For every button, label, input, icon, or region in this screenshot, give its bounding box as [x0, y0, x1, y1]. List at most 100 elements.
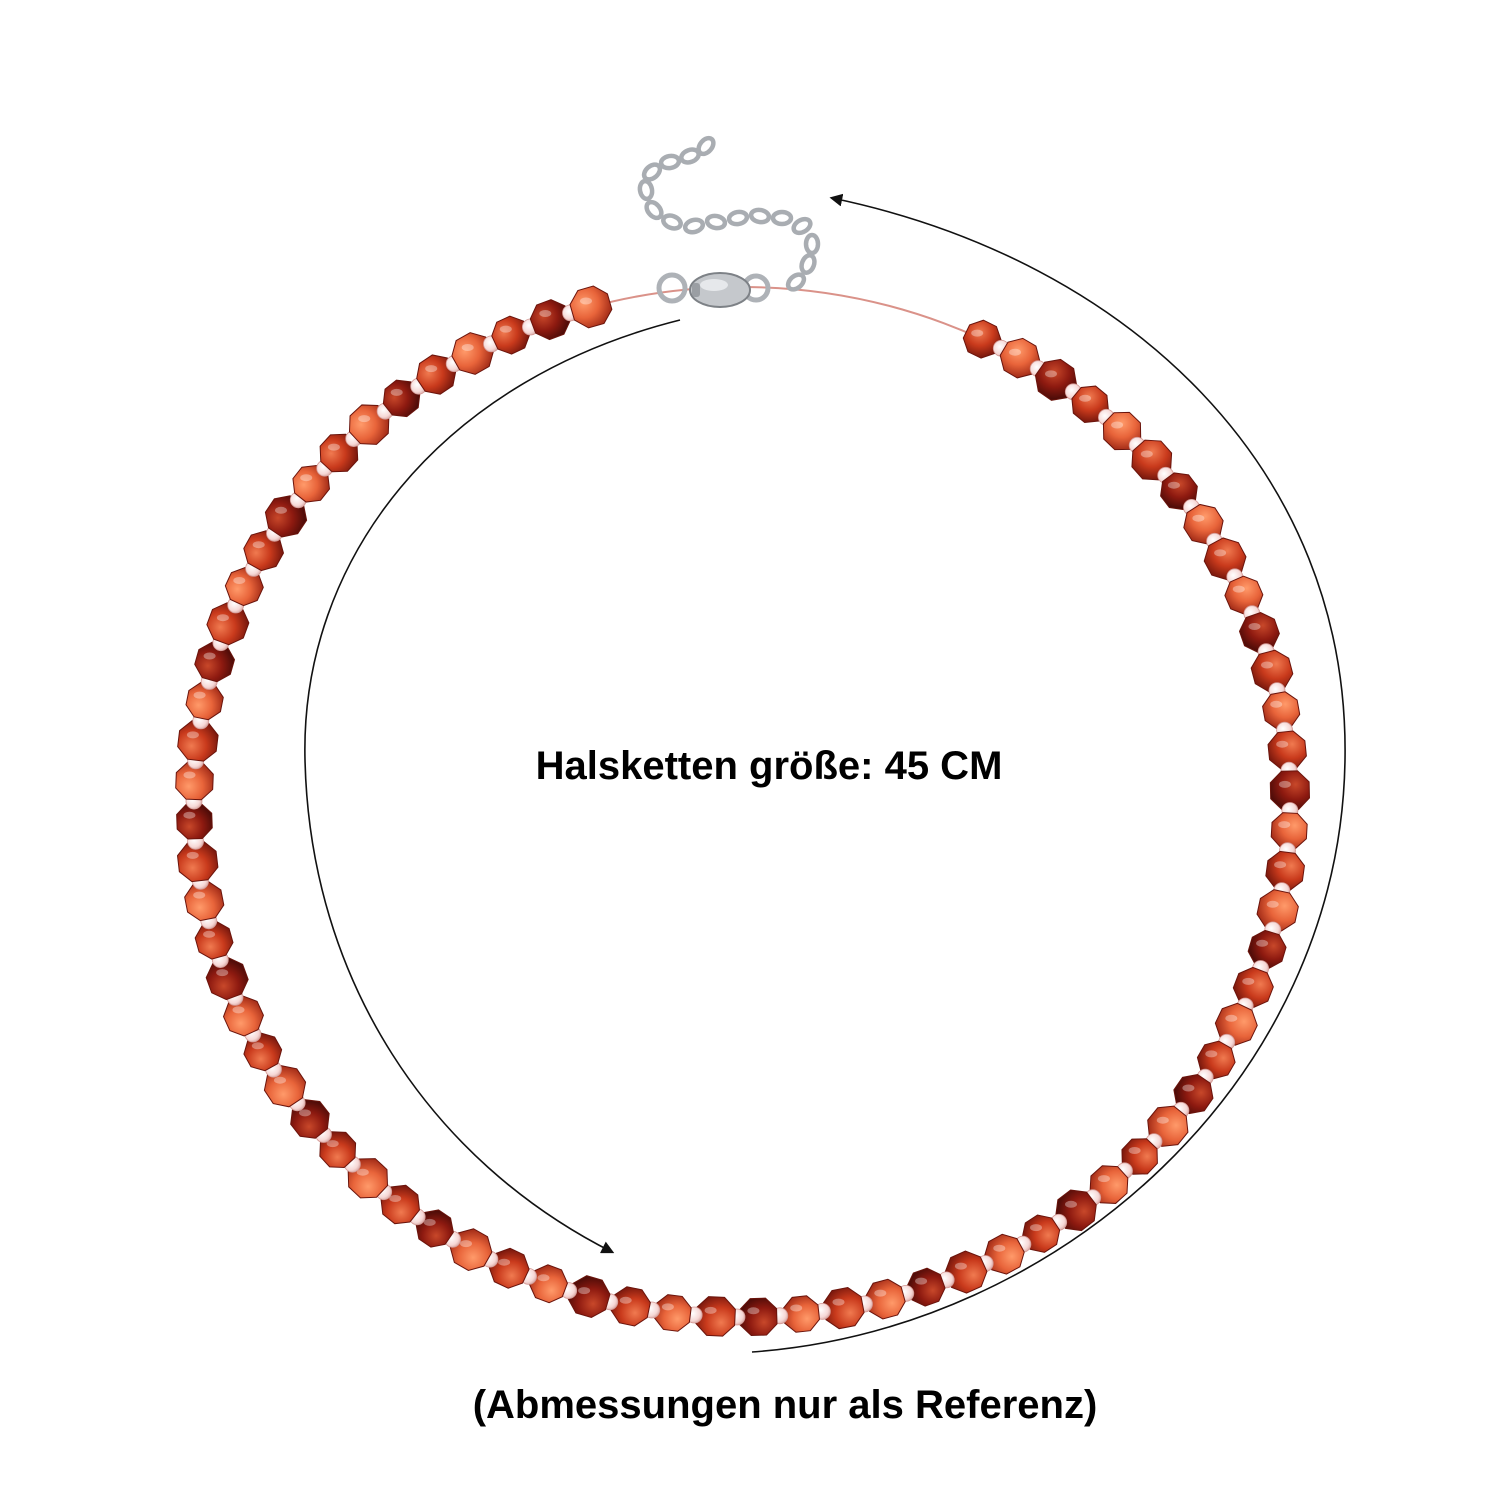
bead-highlight — [1156, 1116, 1169, 1124]
bead-highlight — [1111, 421, 1124, 429]
bead-highlight — [1128, 1147, 1141, 1154]
bead-highlight — [790, 1304, 803, 1312]
agate-bead — [451, 332, 495, 375]
reference-note: (Abmessungen nur als Referenz) — [472, 1383, 1098, 1427]
bead-highlight — [326, 1140, 339, 1148]
agate-bead — [1247, 929, 1287, 969]
agate-bead — [206, 602, 250, 646]
agate-bead — [528, 1264, 568, 1304]
outer-measure-arc — [751, 193, 1346, 1353]
bead-highlight — [425, 365, 438, 373]
bead-highlight — [832, 1298, 845, 1306]
bead-highlight — [1079, 394, 1092, 402]
bead-highlight — [539, 310, 552, 317]
bead-highlight — [1278, 780, 1291, 788]
bead-highlight — [1261, 661, 1273, 669]
agate-bead — [224, 567, 264, 607]
agate-bead — [1262, 691, 1301, 730]
agate-bead — [1250, 649, 1294, 693]
agate-bead — [739, 1297, 778, 1337]
bead-highlight — [203, 652, 216, 660]
agate-bead — [243, 1032, 283, 1072]
bead-highlight — [971, 329, 984, 337]
bead-highlight — [499, 325, 512, 333]
bead-highlight — [423, 1218, 436, 1226]
agate-bead — [865, 1278, 906, 1320]
agate-bead — [1265, 850, 1305, 891]
bead-highlight — [993, 1244, 1006, 1252]
agate-bead — [1267, 730, 1307, 770]
bead-highlight — [390, 388, 403, 396]
agate-bead — [567, 1275, 611, 1318]
bead-highlight — [186, 731, 199, 739]
bead-highlight — [232, 1006, 245, 1014]
agate-bead — [205, 957, 249, 1001]
inner-measure-arc — [304, 319, 681, 1254]
bead-highlight — [498, 1258, 511, 1266]
bead-highlight — [874, 1289, 887, 1297]
agate-bead — [185, 681, 224, 721]
bead-highlight — [1097, 1175, 1110, 1183]
lobster-clasp-icon — [656, 272, 771, 308]
bead-highlight — [915, 1277, 928, 1285]
bead-highlight — [1278, 821, 1291, 829]
necklace-size-label: Halsketten größe: 45 CM — [535, 744, 1003, 788]
bead-highlight — [389, 1195, 402, 1202]
bead-highlight — [252, 541, 265, 549]
agate-bead — [695, 1296, 736, 1337]
agate-bead — [654, 1294, 692, 1332]
agate-bead — [184, 880, 225, 922]
agate-bead — [944, 1250, 988, 1294]
bead-highlight — [1182, 1084, 1195, 1092]
bead-highlight — [537, 1274, 550, 1282]
agate-bead — [222, 995, 264, 1037]
agate-bead — [782, 1295, 821, 1333]
bead-highlight — [233, 577, 246, 584]
bead-highlight — [1266, 900, 1279, 908]
bead-highlight — [1009, 348, 1021, 356]
agate-bead — [1232, 966, 1274, 1008]
bead-highlight — [1225, 1014, 1238, 1022]
bead-highlight — [1167, 481, 1180, 489]
bead-highlight — [356, 1168, 369, 1176]
agate-bead — [176, 840, 219, 883]
bead-highlight — [619, 1296, 632, 1304]
bead-highlight — [1030, 1224, 1042, 1232]
bead-highlight — [1214, 549, 1227, 557]
agate-bead — [1224, 575, 1264, 615]
agate-bead — [194, 920, 234, 960]
agate-bead — [415, 1209, 454, 1248]
agate-bead — [1269, 770, 1310, 811]
bead-highlight — [1192, 514, 1205, 522]
bead-highlight — [274, 1076, 286, 1084]
bead-highlight — [461, 344, 474, 351]
agate-bead — [491, 315, 531, 355]
bead-highlight — [183, 811, 196, 819]
bead-highlight — [327, 443, 340, 451]
bead-highlight — [358, 415, 371, 423]
agate-bead — [610, 1286, 651, 1327]
bead-highlight — [1256, 939, 1269, 947]
bead-highlight — [216, 969, 229, 977]
agate-bead — [1021, 1214, 1061, 1253]
bead-highlight — [1140, 450, 1153, 458]
agate-bead — [382, 379, 421, 418]
bead-highlight — [954, 1262, 967, 1270]
bead-highlight — [1248, 623, 1261, 630]
agate-bead — [906, 1267, 946, 1307]
bead-highlight — [275, 506, 287, 514]
bead-highlight — [1205, 1050, 1218, 1058]
bead-strand — [175, 285, 1310, 1337]
agate-bead — [488, 1247, 530, 1289]
agate-bead — [529, 299, 571, 341]
bead-highlight — [1045, 370, 1057, 378]
bead-highlight — [460, 1240, 472, 1248]
bead-highlight — [186, 851, 199, 859]
bead-highlight — [1270, 700, 1283, 708]
bead-highlight — [216, 614, 229, 622]
extender-chain-icon — [637, 135, 821, 292]
bead-highlight — [251, 1042, 264, 1050]
bead-highlight — [1232, 585, 1245, 593]
agate-bead — [177, 720, 219, 762]
